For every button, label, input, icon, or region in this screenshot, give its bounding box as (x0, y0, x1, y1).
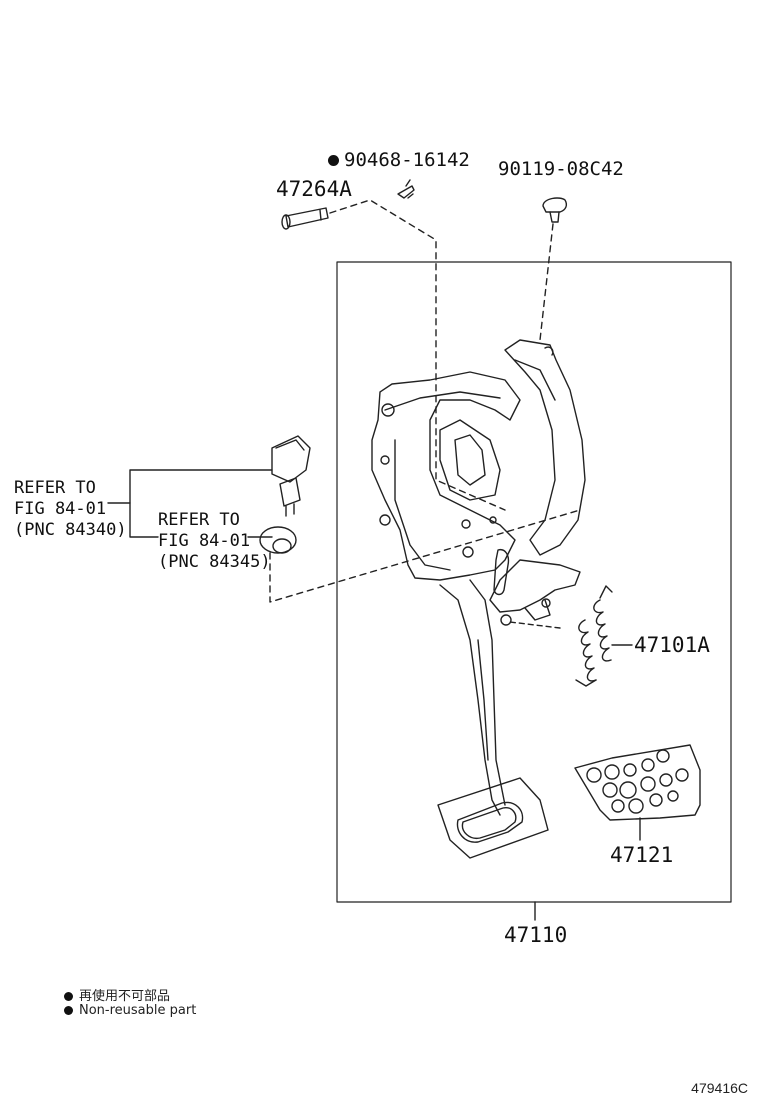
switch-dash (269, 509, 581, 603)
clip-part (397, 179, 415, 199)
spring-part-number: 47101A (634, 633, 710, 657)
pin-dash (329, 199, 506, 511)
refer1-line2: FIG 84-01 (14, 499, 107, 519)
legend-en: Non-reusable part (64, 1003, 196, 1018)
clip-label: 90468-16142 (328, 151, 470, 170)
clip2-part (542, 197, 568, 223)
refer1-text: REFER TO FIG 84-01 (PNC 84340) (14, 478, 127, 541)
refer2-line3: (PNC 84345) (158, 552, 271, 572)
clip-part-number: 90468-16142 (344, 149, 470, 171)
legend-jp: 再使用不可部品 (64, 985, 170, 1004)
pin-part (281, 207, 329, 230)
legend-en-text: Non-reusable part (79, 1003, 197, 1018)
pedal-pad-arm (437, 777, 549, 859)
stop-switch (271, 435, 311, 517)
legend-jp-text: 再使用不可部品 (79, 989, 171, 1004)
refer1-line3: (PNC 84340) (14, 520, 127, 540)
non-reusable-dot (328, 155, 339, 166)
clip2-dash (539, 223, 554, 341)
pedal-arm (439, 579, 506, 816)
figure-id: 479416C (691, 1080, 748, 1096)
stop-nut (259, 526, 297, 554)
assembly-frame (336, 261, 732, 903)
pedal-pad-cover (574, 744, 701, 821)
refer2-text: REFER TO FIG 84-01 (PNC 84345) (158, 510, 271, 573)
pad-part-number: 47121 (610, 843, 674, 867)
legend-dot-icon (64, 1006, 73, 1015)
pedal-bracket (371, 339, 586, 626)
refer2-line1: REFER TO (158, 510, 240, 530)
refer1-line1: REFER TO (14, 478, 96, 498)
legend-dot-icon (64, 992, 73, 1001)
clip2-part-number: 90119-08C42 (498, 158, 624, 180)
assembly-part-number: 47110 (504, 923, 568, 947)
refer2-line2: FIG 84-01 (158, 531, 251, 551)
pin-part-number: 47264A (276, 177, 352, 201)
return-spring (509, 585, 613, 687)
